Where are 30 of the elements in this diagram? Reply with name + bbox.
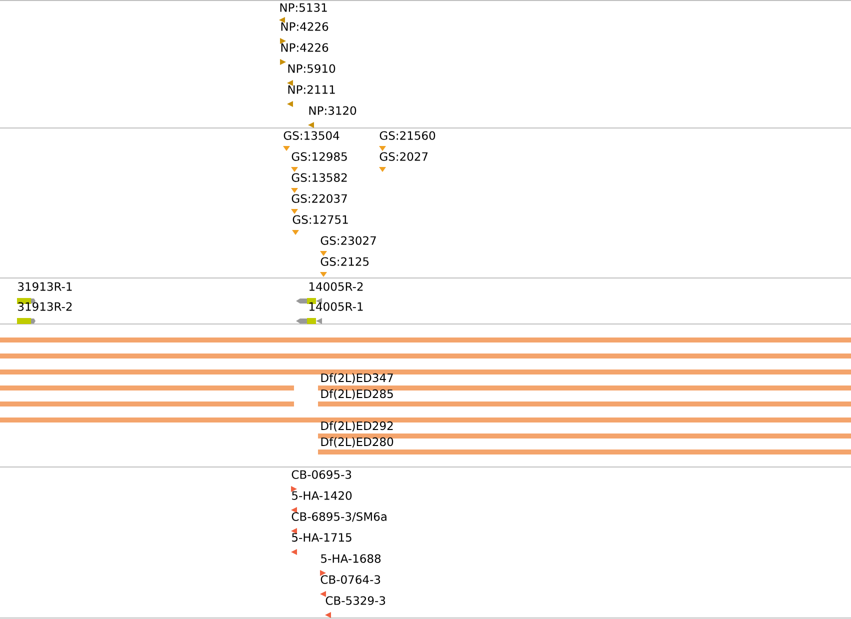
feature-label: GS:22037 [292,194,347,203]
feature-label: 14005R-1 [309,302,363,311]
feature-label: GS:2125 [320,257,369,266]
feature-label: NP:3120 [309,106,356,115]
feature-label: 31913R-1 [18,282,72,291]
feature-label: Df(2L)ED285 [321,389,393,400]
feature-label: 5-HA-1715 [292,533,352,542]
feature-label: 5-HA-1420 [292,491,352,500]
feature-label: NP:4226 [281,22,328,31]
feature-label: GS:21560 [380,131,436,140]
feature-label: GS:13582 [292,173,347,182]
feature-label: GS:13504 [284,131,340,140]
feature-label: CB-6895-3/SM6a [292,512,386,522]
feature-label: Df(2L)ED347 [321,373,393,384]
feature-label: CB-0764-3 [320,575,380,584]
feature-label: Df(2L)ED280 [321,437,394,448]
feature-label: 5-HA-1688 [321,554,381,563]
feature-label: NP:5910 [288,64,336,73]
feature-label: CB-5329-3 [326,596,386,605]
feature-label: GS:2027 [380,152,428,161]
feature-label: 31913R-2 [18,302,72,311]
feature-label: GS:12985 [292,152,347,161]
feature-label: GS:23027 [320,236,376,245]
feature-label: NP:2111 [288,85,335,94]
feature-label: CB-0695-3 [292,470,352,479]
feature-label: GS:12751 [292,215,348,224]
feature-label: Df(2L)ED292 [321,421,393,432]
feature-label: NP:4226 [281,43,328,52]
feature-label: NP:5131 [280,3,327,12]
feature-label: 14005R-2 [309,282,363,291]
